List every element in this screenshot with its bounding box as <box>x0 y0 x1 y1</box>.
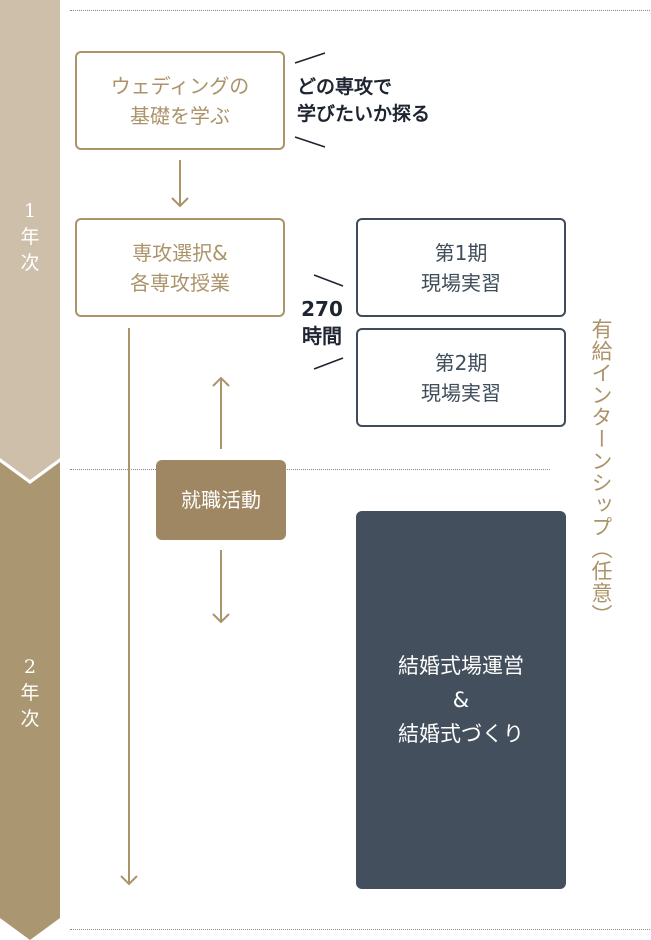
explore-tick-bottom <box>294 136 326 148</box>
top-divider <box>70 10 650 11</box>
year-2-band <box>0 462 60 940</box>
bottom-divider <box>70 929 650 930</box>
arrow-job-up <box>212 376 230 449</box>
intern-period-2-box: 第2期 現場実習 <box>356 328 566 427</box>
year-1-label: 1 年 次 <box>20 200 40 274</box>
step-major-box: 専攻選択& 各専攻授業 <box>75 218 285 317</box>
explore-tick-top <box>294 52 326 64</box>
venue-operation-box: 結婚式場運営 & 結婚式づくり <box>356 511 566 889</box>
step-basics-box: ウェディングの 基礎を学ぶ <box>75 51 285 150</box>
year-1-band <box>0 0 60 480</box>
arrow-basics-to-major <box>171 160 189 208</box>
year-divider <box>70 469 550 470</box>
arrow-job-down <box>212 550 230 624</box>
arrow-long-down <box>120 328 138 886</box>
intern-period-1-box: 第1期 現場実習 <box>356 218 566 317</box>
job-hunting-box: 就職活動 <box>156 460 286 540</box>
hours-tick-top <box>313 274 344 287</box>
year-2-label: 2 年 次 <box>20 656 40 730</box>
explore-callout: どの専攻で 学びたいか探る <box>297 76 431 125</box>
hours-tick-bottom <box>313 357 344 370</box>
hours-callout: 270 時間 <box>301 297 343 348</box>
paid-internship-label: 有給インターンシップ（任意） <box>589 318 613 626</box>
timeline-bar <box>0 0 60 940</box>
